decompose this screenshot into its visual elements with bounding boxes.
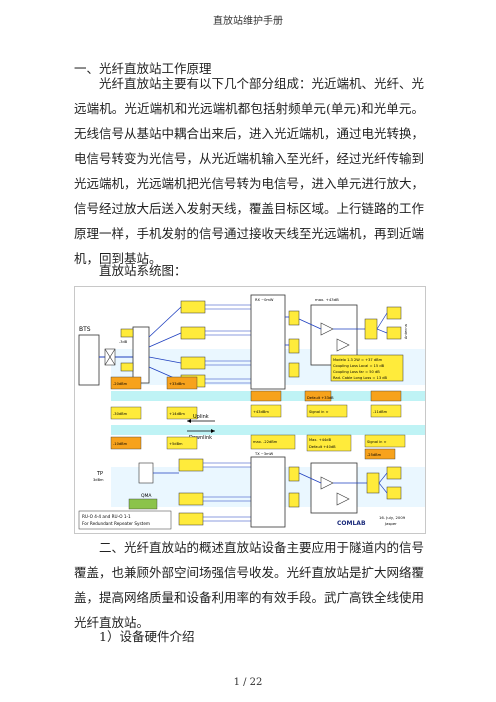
downlink-label: Downlink	[189, 435, 212, 441]
svg-text:max. +43dB: max. +43dB	[315, 297, 339, 302]
comlab-logo: COMLAB	[337, 520, 366, 527]
svg-text:Max. +44dB: Max. +44dB	[309, 438, 332, 442]
svg-text:Jasper: Jasper	[384, 521, 397, 526]
svg-text:Default +40dB: Default +40dB	[309, 445, 336, 449]
svg-text:Signal in ∞: Signal in ∞	[309, 410, 329, 414]
svg-text:Rad. Cable Long Loss = 13 dB: Rad. Cable Long Loss = 13 dB	[333, 376, 388, 380]
svg-text:Signal in ∞: Signal in ∞	[367, 440, 387, 444]
svg-text:+33dBm: +33dBm	[169, 382, 185, 386]
svg-text:TX ~3mW: TX ~3mW	[254, 452, 274, 456]
far-end-unit-upper	[250, 294, 286, 390]
svg-text:3dBm: 3dBm	[93, 478, 104, 482]
svg-text:Coupling Loss Local = 15 dB: Coupling Loss Local = 15 dB	[333, 364, 385, 368]
amplifier-lower	[310, 462, 358, 514]
section-1-paragraph: 光纤直放站主要有以下几个部分组成：光近端机、光纤、光远端机。光近端机和光远端机都…	[74, 76, 425, 266]
svg-text:-11dBm: -11dBm	[373, 410, 388, 414]
repeater-system-diagram: BTS -3dB	[74, 286, 426, 534]
svg-text:+43dBm: +43dBm	[253, 410, 269, 414]
section-2-paragraph: 二、光纤直放站的概述直放站设备主要应用于隧道内的信号覆盖，也兼顾外部空间场强信号…	[74, 540, 425, 630]
svg-text:+5dBm: +5dBm	[169, 442, 183, 446]
svg-text:16. July, 2009: 16. July, 2009	[379, 515, 406, 520]
far-end-unit-lower	[250, 456, 286, 528]
hardware-intro-item: 1）设备硬件介绍	[99, 629, 195, 644]
svg-text:-20dBm: -20dBm	[113, 382, 128, 386]
system-note-box	[78, 510, 172, 530]
section-heading-1: 一、光纤直放站工作原理	[74, 61, 212, 76]
svg-text:For Redundant Repeater System: For Redundant Repeater System	[82, 521, 150, 526]
svg-text:-10dBm: -10dBm	[113, 442, 128, 446]
svg-text:+14dBm: +14dBm	[169, 412, 185, 416]
svg-text:max. -22dBm: max. -22dBm	[253, 440, 278, 444]
svg-text:RU-O 4-4 and RU-O 1-1: RU-O 4-4 and RU-O 1-1	[82, 514, 131, 519]
system-diagram-svg: BTS -3dB	[75, 287, 425, 533]
svg-text:Modelo 1.3 2W = +37 dBm: Modelo 1.3 2W = +37 dBm	[333, 358, 383, 362]
svg-text:Coupling Loss far = 50 dB: Coupling Loss far = 50 dB	[333, 370, 380, 374]
uplink-label: Uplink	[193, 414, 209, 420]
svg-text:Default +33dB: Default +33dB	[307, 396, 334, 400]
page-number: 1 / 22	[233, 677, 263, 688]
svg-text:-30dBm: -30dBm	[113, 412, 128, 416]
figure-caption: 直放站系统图：	[99, 263, 187, 278]
near-end-unit	[132, 326, 150, 384]
running-header: 直放站维护手册	[213, 16, 283, 27]
bts-box	[78, 334, 100, 386]
svg-text:-25dBm: -25dBm	[367, 453, 382, 457]
downlink-band	[111, 425, 425, 435]
svg-text:-3dB: -3dB	[119, 340, 128, 344]
model-info-box	[330, 354, 404, 382]
tp-label: TP	[96, 471, 103, 477]
svg-text:RX ~0mW: RX ~0mW	[255, 298, 274, 302]
svg-text:Antenna: Antenna	[404, 324, 408, 339]
qma-label: QMA	[141, 493, 152, 499]
bts-label: BTS	[79, 326, 91, 333]
